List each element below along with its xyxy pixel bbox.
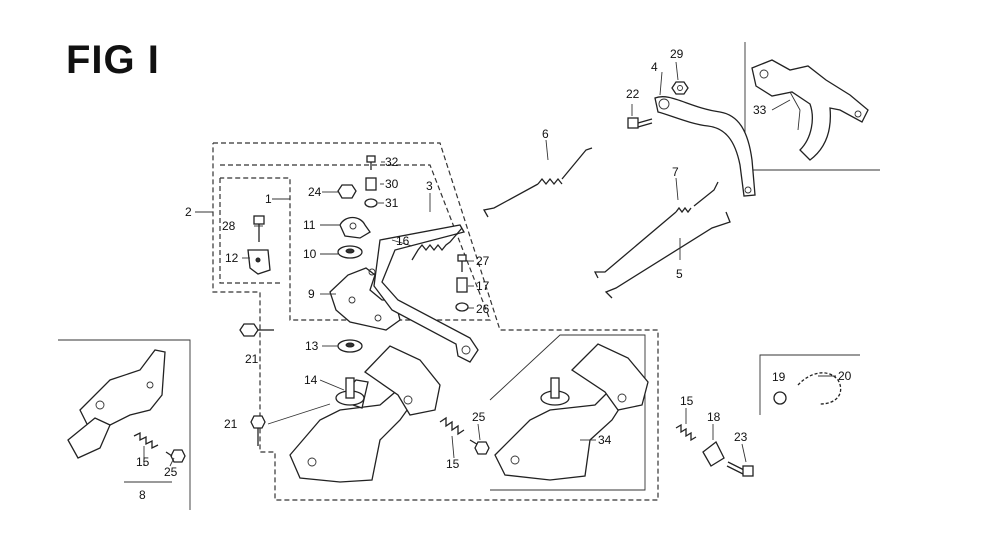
part-labels: 1 2 3 4 5 6 7 8 9 10 11 12 13 14 15 15 1…	[136, 47, 852, 502]
part-label-22: 22	[626, 87, 640, 101]
throttle-link-part-3	[373, 224, 479, 363]
clip-part-12	[247, 249, 271, 275]
part-label-3: 3	[426, 179, 433, 193]
spring-part-16	[411, 227, 463, 261]
part-label-31: 31	[385, 196, 399, 210]
leader-lines	[124, 61, 836, 483]
part-label-12: 12	[225, 251, 239, 265]
part-label-10: 10	[303, 247, 317, 261]
bolt-part-22	[627, 117, 653, 129]
part-label-21-upper: 21	[245, 352, 259, 366]
chain-part-20	[797, 372, 842, 405]
bolt-part-21-lower	[250, 415, 266, 446]
part-label-1: 1	[265, 192, 272, 206]
part-label-16: 16	[396, 234, 410, 248]
spring-part-15-left	[133, 431, 159, 450]
bushing-part-17	[456, 277, 468, 293]
bracket-part-33	[751, 59, 869, 161]
bolt-part-21-upper	[239, 323, 274, 337]
part-label-15-right: 15	[680, 394, 694, 408]
part-label-34: 34	[598, 433, 612, 447]
bolt-part-23	[726, 461, 754, 477]
pin-part-18	[702, 441, 725, 467]
part-label-7: 7	[672, 165, 679, 179]
part-label-21-lower: 21	[224, 417, 238, 431]
part-label-24: 24	[308, 185, 322, 199]
part-label-15-left: 15	[136, 455, 150, 469]
part-label-8: 8	[139, 488, 146, 502]
part-label-17: 17	[476, 279, 490, 293]
rod-part-5	[604, 211, 731, 299]
spring-part-15-center	[439, 416, 465, 436]
figure-title: FIG I	[66, 38, 160, 82]
nut-part-26	[455, 302, 469, 312]
part-label-28: 28	[222, 219, 236, 233]
washer-part-13	[337, 339, 363, 353]
part-label-13: 13	[305, 339, 319, 353]
boundary-inner-34	[489, 334, 646, 491]
bushing-part-30	[365, 177, 377, 191]
boundary-detail-8	[58, 339, 191, 510]
bolt-part-32	[366, 155, 376, 170]
clip-part-19	[773, 391, 787, 405]
part-label-25-center: 25	[472, 410, 486, 424]
part-label-33: 33	[753, 103, 767, 117]
part-label-26: 26	[476, 302, 490, 316]
part-label-11: 11	[303, 218, 316, 232]
part-label-27: 27	[476, 254, 490, 268]
part-label-9: 9	[308, 287, 315, 301]
bolt-part-25-center	[469, 439, 490, 455]
part-label-6: 6	[542, 127, 549, 141]
part-label-32: 32	[385, 155, 399, 169]
governor-base-part-34	[494, 343, 649, 481]
spring-rod-part-6	[482, 147, 593, 218]
nut-part-24	[337, 184, 357, 199]
washer-part-31	[364, 198, 378, 208]
part-label-25-left: 25	[164, 465, 178, 479]
washer-part-10	[337, 245, 363, 259]
nut-part-29	[671, 81, 689, 95]
screw-part-28-upper	[253, 215, 265, 242]
part-label-19: 19	[772, 370, 786, 384]
part-label-4: 4	[651, 60, 658, 74]
part-label-20: 20	[838, 369, 852, 383]
bolt-part-25-left	[165, 449, 186, 463]
boundary-plate-12	[219, 178, 282, 284]
throttle-arm-part-4	[654, 96, 756, 197]
part-label-14: 14	[304, 373, 318, 387]
part-label-23: 23	[734, 430, 748, 444]
part-label-15-center: 15	[446, 457, 460, 471]
lever-assembly-part-8	[67, 349, 166, 459]
spring-part-15-right	[675, 423, 697, 442]
screw-part-27	[457, 254, 467, 272]
part-label-18: 18	[707, 410, 721, 424]
part-label-5: 5	[676, 267, 683, 281]
boundary-detail-20	[759, 354, 860, 415]
part-label-29: 29	[670, 47, 684, 61]
governor-base-part-14	[289, 345, 441, 483]
rod-part-7	[593, 181, 719, 279]
part-label-30: 30	[385, 177, 399, 191]
part-label-2: 2	[185, 205, 192, 219]
cam-part-11	[339, 216, 371, 239]
